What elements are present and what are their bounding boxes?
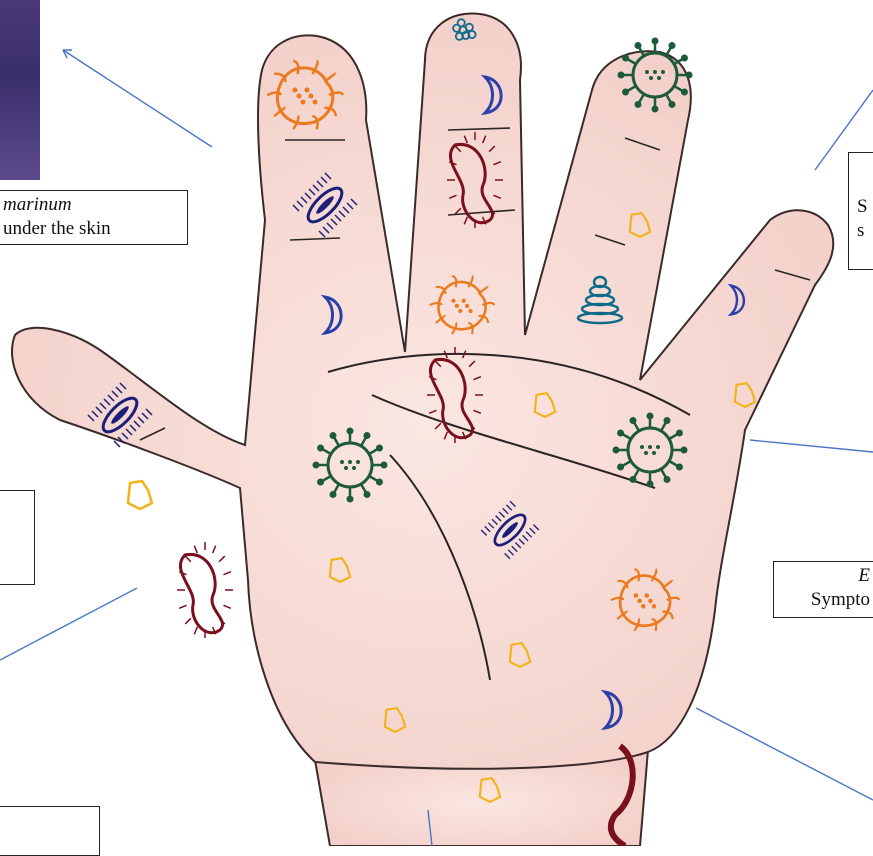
hand-outline <box>12 13 833 768</box>
box-right-line2: Sympto <box>774 588 870 612</box>
label-box-bottom-left <box>0 806 100 856</box>
label-box-mid-left <box>0 490 35 585</box>
box-top-left-line1: marinum <box>3 193 187 217</box>
label-box-right: E Sympto <box>773 561 873 618</box>
label-box-top-left: marinum under the skin <box>0 190 188 245</box>
box-right-line1: E <box>774 564 870 588</box>
label-box-top-right: S s <box>848 152 873 270</box>
yellow-blob-icon <box>128 481 152 509</box>
box-top-left-line2: under the skin <box>3 217 187 241</box>
box-top-right-line1: S <box>857 195 873 219</box>
maroon-rod-icon <box>177 542 233 638</box>
box-top-right-line2: s <box>857 219 873 243</box>
